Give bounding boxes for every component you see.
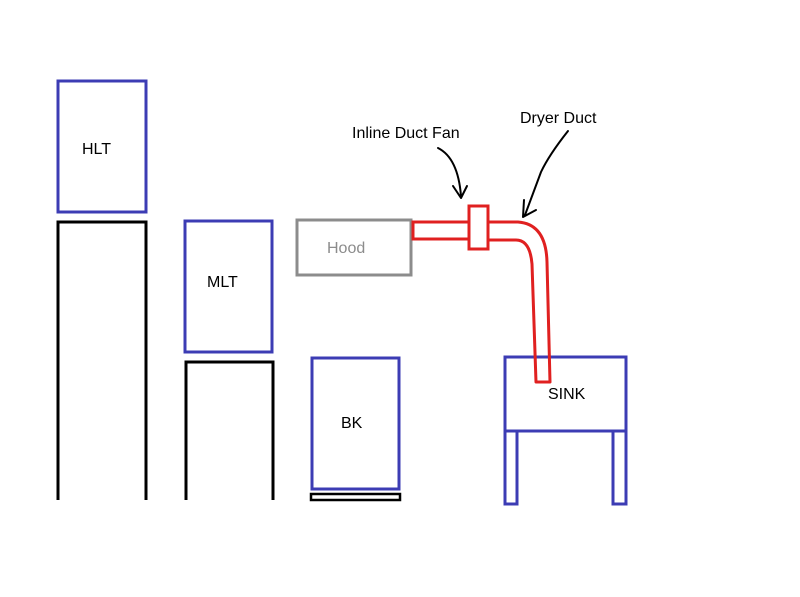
hlt-group: HLT [56,79,148,500]
sink-leg-left [503,429,519,506]
inline-duct-fan-arrow [437,147,468,199]
inline-duct-fan [467,204,490,251]
mlt-label: MLT [207,274,238,291]
mlt-group: MLT [183,219,275,500]
bk-label: BK [341,415,363,432]
hood-label: Hood [327,240,365,257]
sink-label: SINK [548,386,586,403]
dryer-duct [488,220,552,384]
bk-burner-base [309,492,402,502]
inline-duct-fan-label: Inline Duct Fan [352,125,460,142]
dryer-duct-label: Dryer Duct [520,110,597,127]
hlt-vessel [56,79,148,214]
mlt-stand [184,360,275,500]
hood-group: Hood [295,218,413,277]
sink-group: SINK [503,355,628,506]
dryer-duct-arrow [522,130,569,218]
sink-basin [503,355,628,433]
duct-group [411,204,552,384]
hlt-stand [56,220,148,500]
bk-group: BK [309,356,402,502]
annotations: Inline Duct Fan Dryer Duct [352,110,597,218]
bk-vessel [310,356,401,491]
mlt-vessel [183,219,274,354]
hood-box [295,218,413,277]
hlt-label: HLT [82,141,111,158]
straight-duct [411,220,471,241]
sink-leg-right [611,429,628,506]
